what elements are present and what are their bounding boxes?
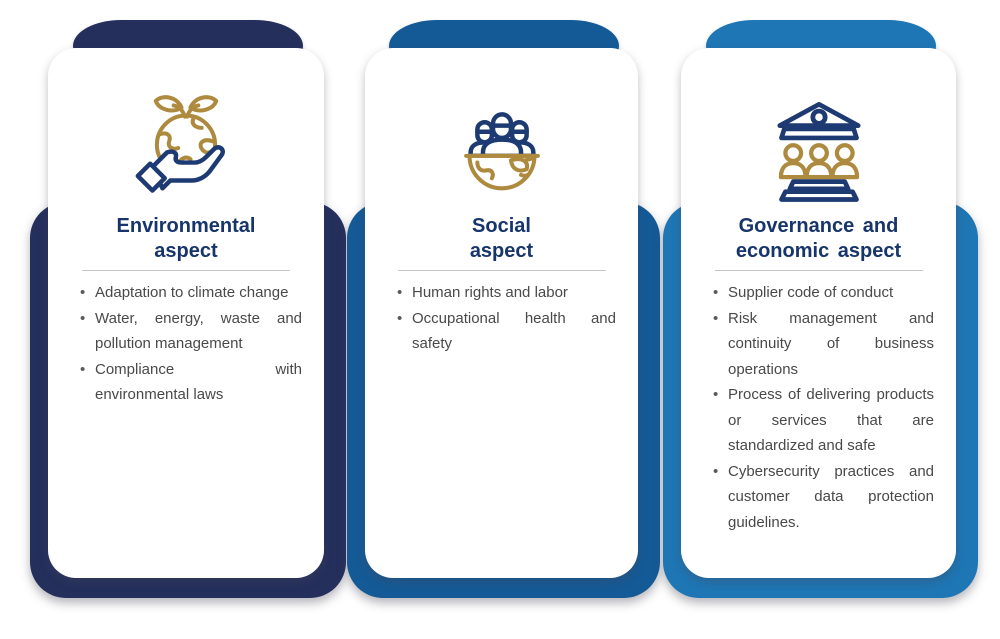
bullet-dot [713, 459, 728, 536]
governance-title: Governance and economic aspect [736, 214, 901, 264]
card-governance: Governance and economic aspect Supplier … [663, 0, 978, 639]
bullet-text: Occupational health and safety [412, 309, 616, 353]
people-on-globe-icon [446, 92, 558, 204]
bullet-text: Supplier code of conduct [728, 284, 894, 301]
bullet-text: Compliance with environmental laws [95, 360, 302, 404]
list-item: Risk management and continuity of busine… [713, 306, 934, 383]
bullet-dot [80, 306, 95, 357]
environmental-title: Environmental aspect [117, 214, 256, 264]
environmental-card: Environmental aspect Adaptation to clima… [48, 48, 324, 578]
list-item: Supplier code of conduct [713, 280, 934, 306]
list-item: Process of delivering products or servic… [713, 382, 934, 459]
bank-with-people-icon [763, 92, 875, 204]
list-item: Compliance with environmental laws [80, 357, 302, 408]
bullet-dot [713, 306, 728, 383]
bullet-dot [80, 280, 95, 306]
list-item: Water, energy, waste and pollution manag… [80, 306, 302, 357]
bullet-text: Cybersecurity practices and customer dat… [728, 462, 934, 531]
bullet-text: Adaptation to climate change [95, 284, 289, 301]
card-social: Social aspect Human rights and labor Occ… [347, 0, 660, 639]
bullet-dot [713, 382, 728, 459]
title-line-1: Governance and [738, 215, 899, 237]
bullet-dot [80, 357, 95, 408]
environmental-bullet-list: Adaptation to climate change Water, ener… [48, 280, 324, 408]
social-title: Social aspect [470, 214, 533, 264]
bullet-dot [713, 280, 728, 306]
title-line-2: aspect [469, 240, 534, 262]
governance-bullet-list: Supplier code of conduct Risk management… [681, 280, 956, 535]
title-line-1: Environmental [116, 215, 256, 237]
bullet-dot [397, 306, 412, 357]
divider-line [82, 270, 290, 271]
bullet-dot [397, 280, 412, 306]
list-item: Cybersecurity practices and customer dat… [713, 459, 934, 536]
bullet-text: Human rights and labor [412, 284, 568, 301]
social-card: Social aspect Human rights and labor Occ… [365, 48, 638, 578]
bullet-text: Process of delivering products or servic… [728, 386, 934, 454]
title-line-2: economic aspect [735, 240, 902, 262]
social-bullet-list: Human rights and labor Occupational heal… [365, 280, 638, 357]
list-item: Adaptation to climate change [80, 280, 302, 306]
card-environmental: Environmental aspect Adaptation to clima… [30, 0, 346, 639]
governance-card: Governance and economic aspect Supplier … [681, 48, 956, 578]
title-line-2: aspect [154, 240, 218, 262]
list-item: Human rights and labor [397, 280, 616, 306]
title-line-1: Social [472, 215, 531, 237]
divider-line [397, 270, 606, 271]
bullet-text: Risk management and continuity of busine… [728, 309, 934, 378]
divider-line [714, 270, 923, 271]
hand-holding-earth-sprout-icon [130, 92, 242, 204]
list-item: Occupational health and safety [397, 306, 616, 357]
bullet-text: Water, energy, waste and pollution manag… [95, 309, 302, 353]
